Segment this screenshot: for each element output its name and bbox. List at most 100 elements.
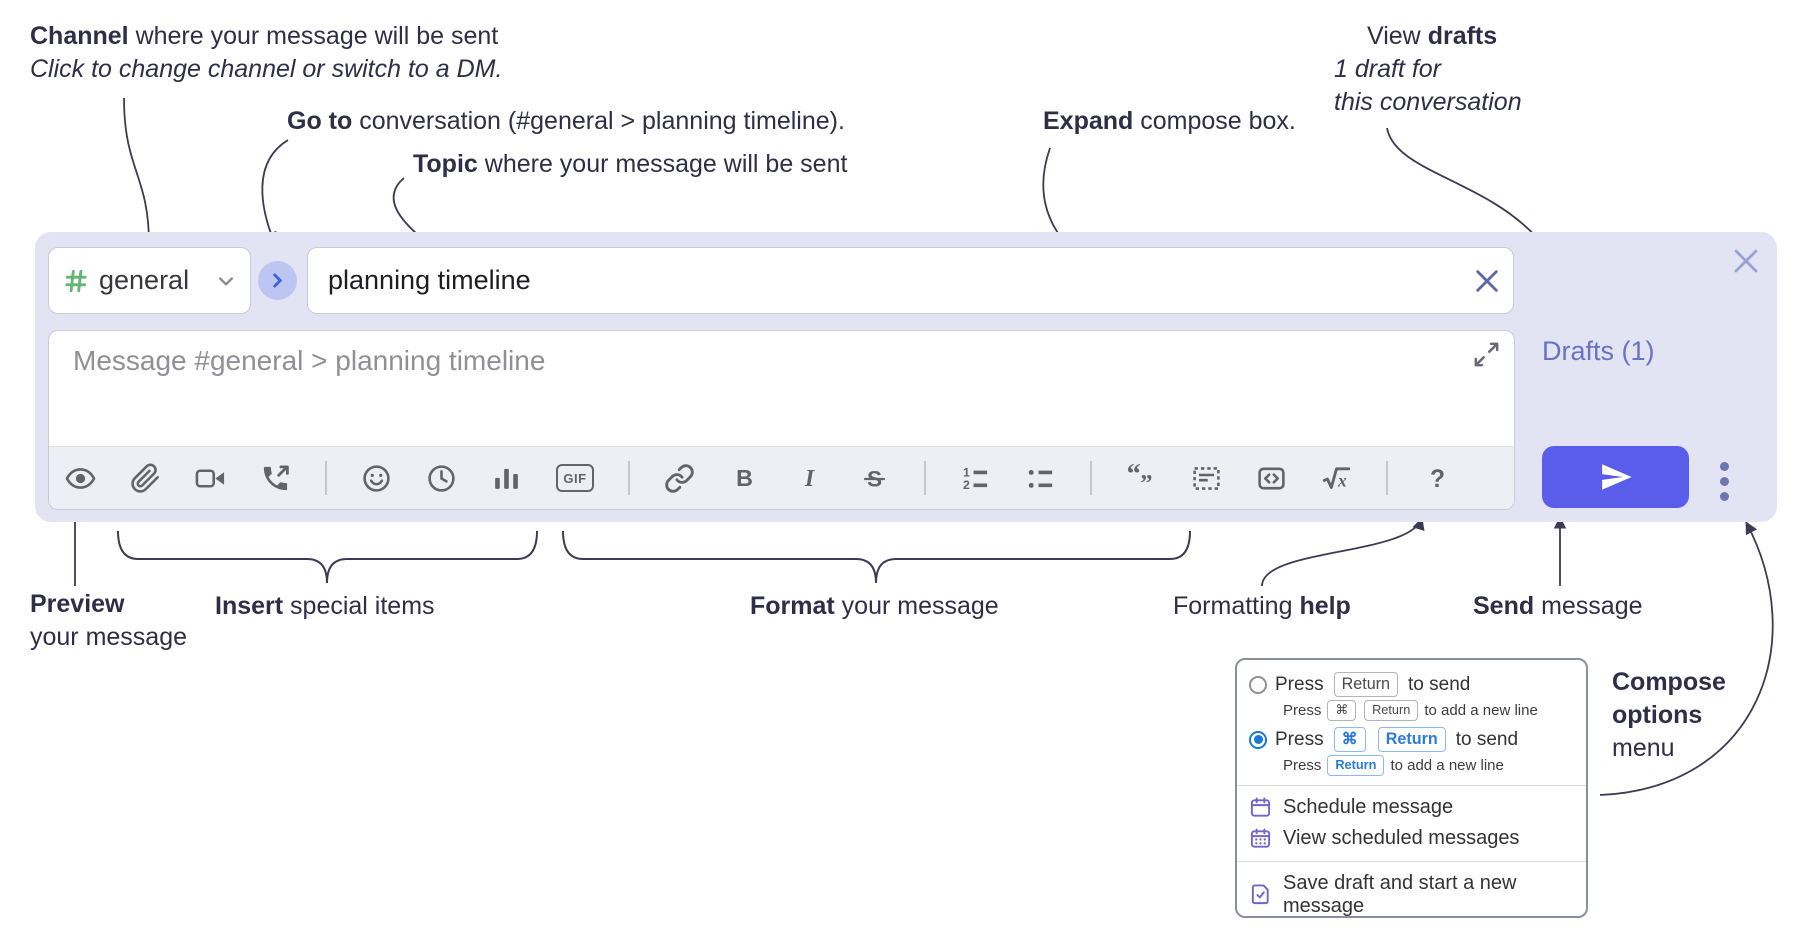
- view-scheduled-messages-item[interactable]: View scheduled messages: [1237, 823, 1586, 854]
- close-compose-icon[interactable]: [1731, 246, 1761, 276]
- annotation-compose-options-line1: Compose: [1612, 668, 1726, 696]
- schedule-message-item[interactable]: Schedule message: [1237, 792, 1586, 823]
- annotation-go-to-rest: conversation (#general > planning timeli…: [352, 107, 845, 135]
- voice-call-icon[interactable]: [260, 463, 291, 494]
- option-cmd-enter-press: Press: [1275, 728, 1324, 750]
- svg-text:I: I: [804, 465, 815, 491]
- return-key-label: Return: [1377, 726, 1446, 753]
- go-to-conversation-button[interactable]: [258, 261, 297, 300]
- calendar-grid-icon: [1250, 828, 1271, 848]
- hash-icon: [65, 269, 87, 292]
- annotation-channel-rest: where your message will be sent: [128, 22, 499, 50]
- option-cmd-enter-subtext: Press Return to add a new line: [1237, 752, 1586, 777]
- send-icon: [1601, 464, 1632, 490]
- annotation-view-drafts-line2: 1 draft for: [1334, 55, 1441, 83]
- italic-icon[interactable]: I: [794, 463, 825, 494]
- annotation-expand: Expand compose box.: [1043, 105, 1296, 138]
- annotation-insert: Insert special items: [215, 590, 435, 623]
- compose-options-menu-button[interactable]: [1716, 458, 1733, 505]
- compose-options-menu: Press Return to send Press ⌘ Return to a…: [1235, 658, 1588, 918]
- topic-input-wrapper: [307, 247, 1514, 314]
- annotation-view-drafts: View drafts 1 draft for this conversatio…: [1334, 20, 1522, 119]
- svg-text:x: x: [1337, 470, 1347, 490]
- help-icon[interactable]: ?: [1422, 463, 1453, 494]
- message-box[interactable]: Message #general > planning timeline GIF…: [48, 330, 1515, 510]
- attach-icon[interactable]: [130, 463, 161, 494]
- arrow-go-to: [261, 139, 289, 245]
- annotation-format-rest: your message: [834, 592, 999, 620]
- annotation-formatting-help: Formatting help: [1173, 590, 1351, 623]
- cmd-key-label: ⌘: [1333, 726, 1366, 753]
- topic-clear-icon[interactable]: [1473, 267, 1501, 295]
- annotation-go-to-bold: Go to: [287, 107, 353, 135]
- svg-text:“: “: [1127, 463, 1141, 490]
- radio-selected-icon[interactable]: [1249, 730, 1267, 749]
- chevron-down-icon: [219, 276, 233, 285]
- annotation-formatting-help-bold: help: [1299, 592, 1351, 620]
- ellipsis-dot: [1720, 492, 1729, 501]
- cmd-key-label: ⌘: [1327, 700, 1357, 721]
- annotation-topic: Topic where your message will be sent: [413, 148, 847, 181]
- expand-compose-icon[interactable]: [1473, 341, 1500, 368]
- toolbar-divider: [924, 461, 926, 495]
- svg-text:B: B: [736, 464, 753, 490]
- annotation-compose-options-line3: menu: [1612, 734, 1675, 762]
- spoiler-icon[interactable]: [1191, 463, 1222, 494]
- math-icon[interactable]: x: [1321, 463, 1352, 494]
- poll-icon[interactable]: [491, 463, 522, 494]
- send-button[interactable]: [1542, 446, 1689, 508]
- strikethrough-icon[interactable]: S: [859, 463, 890, 494]
- preview-icon[interactable]: [65, 463, 96, 494]
- annotation-format-bold: Format: [750, 592, 835, 620]
- video-call-icon[interactable]: [195, 463, 226, 494]
- drafts-link[interactable]: Drafts (1): [1542, 336, 1655, 366]
- option-enter-to-send[interactable]: Press Return to send: [1237, 668, 1586, 698]
- annotation-preview-bold: Preview: [30, 590, 125, 618]
- svg-text:2: 2: [963, 478, 970, 492]
- toolbar-divider: [325, 461, 327, 495]
- option-cmd-enter-to-send[interactable]: Press ⌘ Return to send: [1237, 723, 1586, 753]
- option-enter-press: Press: [1275, 673, 1324, 695]
- link-icon[interactable]: [664, 463, 695, 494]
- annotation-channel: Channel where your message will be sent …: [30, 20, 502, 86]
- quote-icon[interactable]: “”: [1126, 463, 1157, 494]
- annotation-compose-options: Compose options menu: [1612, 666, 1726, 765]
- sub-action-label: to add a new line: [1390, 757, 1504, 775]
- toolbar-divider: [1090, 461, 1092, 495]
- topic-input[interactable]: [308, 265, 1473, 296]
- option-enter-action: to send: [1408, 673, 1471, 695]
- channel-name: general: [99, 265, 190, 295]
- radio-unselected-icon[interactable]: [1249, 675, 1267, 694]
- view-scheduled-messages-label: View scheduled messages: [1283, 826, 1520, 849]
- annotation-view-drafts-pre: View: [1367, 22, 1428, 50]
- arrow-formatting-help: [1261, 517, 1425, 587]
- code-icon[interactable]: [1256, 463, 1287, 494]
- gif-icon[interactable]: GIF: [556, 464, 594, 492]
- svg-text:1: 1: [963, 465, 970, 479]
- annotation-expand-rest: compose box.: [1133, 107, 1296, 135]
- brace-format: [562, 530, 1191, 584]
- return-key-label: Return: [1364, 700, 1419, 721]
- brace-insert: [117, 530, 538, 584]
- annotation-send-bold: Send: [1473, 592, 1535, 620]
- sub-action-label: to add a new line: [1424, 702, 1538, 720]
- annotation-insert-rest: special items: [283, 592, 435, 620]
- option-cmd-enter-action: to send: [1455, 728, 1519, 750]
- save-draft-label: Save draft and start a new message: [1283, 871, 1517, 917]
- bulleted-list-icon[interactable]: [1025, 463, 1056, 494]
- compose-box: general Message #general > planning time…: [35, 232, 1777, 522]
- annotation-send: Send message: [1473, 590, 1643, 623]
- sub-press-label: Press: [1283, 757, 1322, 775]
- menu-divider: [1237, 784, 1586, 786]
- channel-selector[interactable]: general: [48, 247, 251, 314]
- schedule-message-label: Schedule message: [1283, 795, 1454, 818]
- emoji-icon[interactable]: [361, 463, 392, 494]
- time-icon[interactable]: [426, 463, 457, 494]
- annotation-channel-line2: Click to change channel or switch to a D…: [30, 55, 503, 83]
- bold-icon[interactable]: B: [729, 463, 760, 494]
- save-draft-item[interactable]: Save draft and start a new message: [1237, 868, 1586, 922]
- draft-save-icon: [1251, 884, 1269, 905]
- svg-text:”: ”: [1140, 469, 1152, 493]
